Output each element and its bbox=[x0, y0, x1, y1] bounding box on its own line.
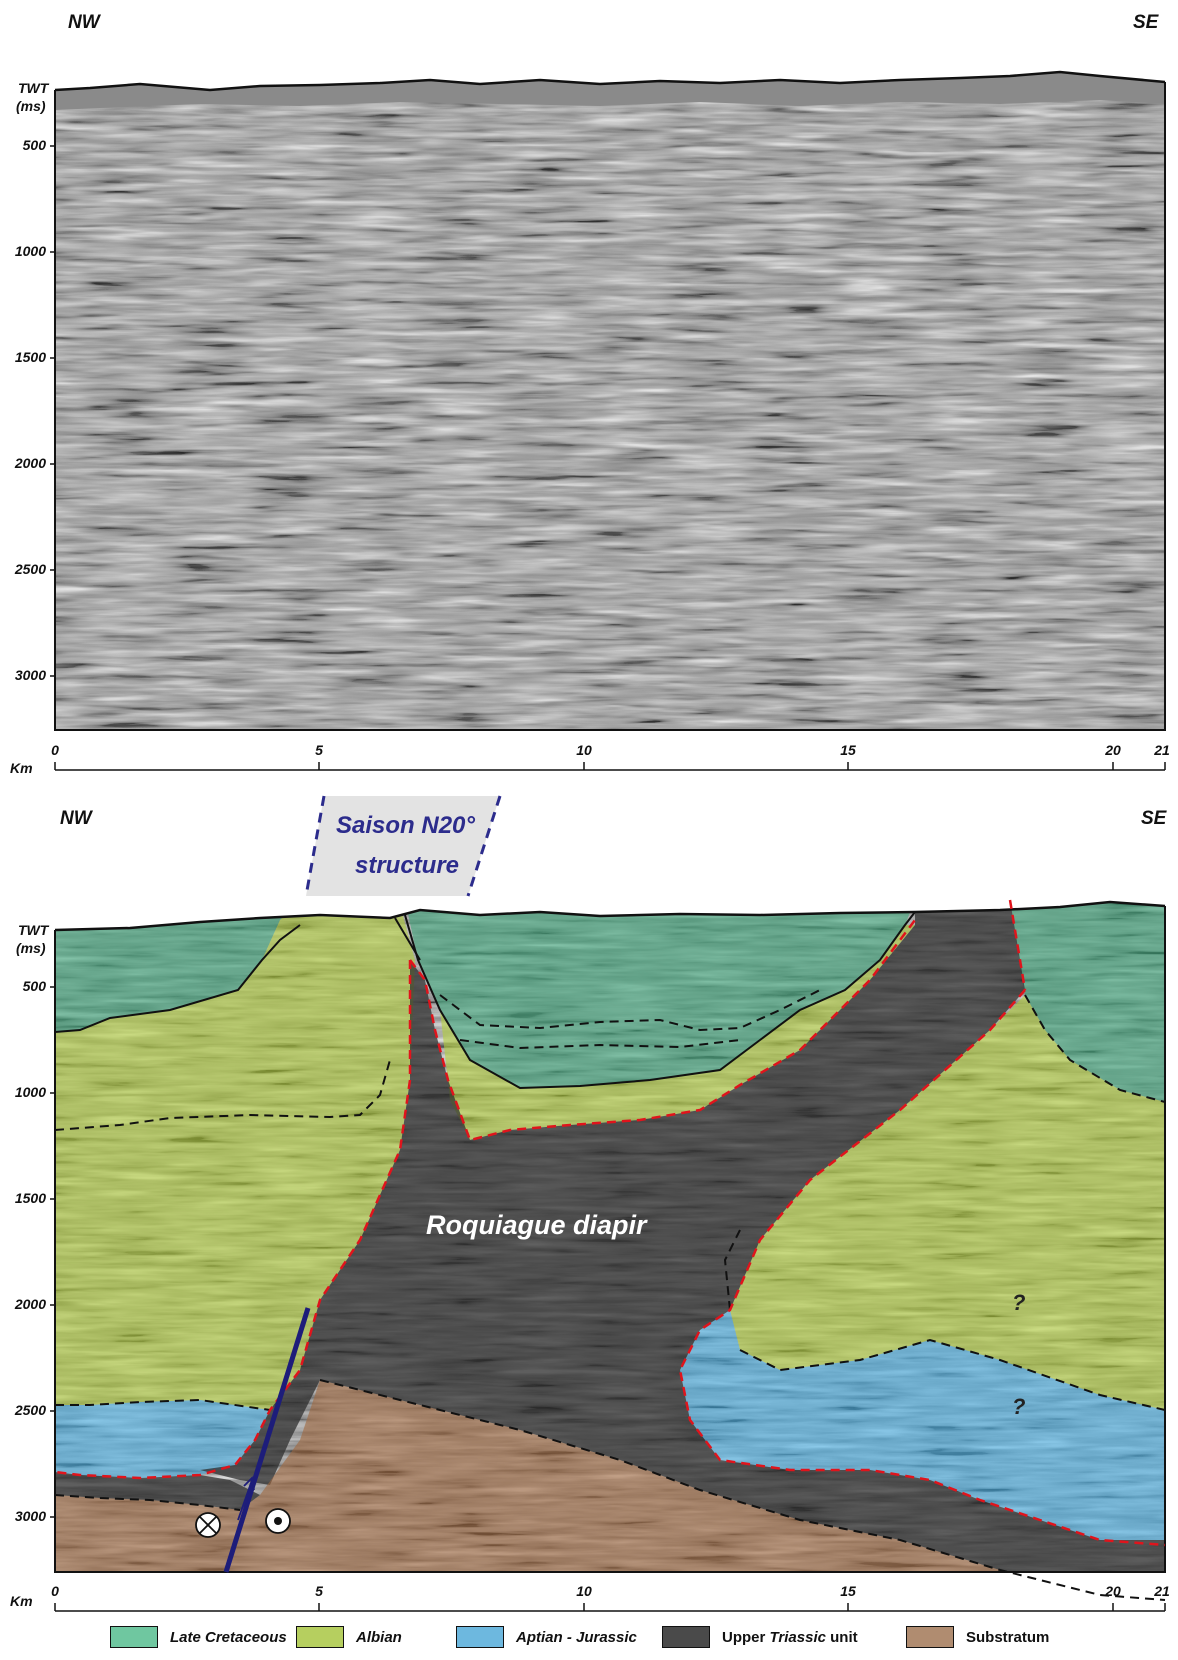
top-seismic-section bbox=[54, 70, 1166, 731]
top-y-tick: 3000 bbox=[14, 667, 46, 683]
legend-label: Albian bbox=[356, 1628, 402, 1646]
top-x-tick: 20 bbox=[1105, 742, 1121, 758]
bottom-interpreted-section bbox=[54, 795, 1166, 1601]
bottom-y-tick: 3000 bbox=[14, 1508, 46, 1524]
out-of-page-symbol bbox=[265, 1508, 291, 1534]
fault-motion-arrow bbox=[237, 1476, 255, 1521]
top-y-tick: 500 bbox=[22, 137, 46, 153]
albian-unit bbox=[55, 902, 1165, 1410]
legend-swatch bbox=[110, 1626, 158, 1648]
legend-item-late-cretaceous: Late Cretaceous bbox=[110, 1624, 287, 1650]
top-x-axis bbox=[54, 762, 1166, 771]
legend-label: Late Cretaceous bbox=[170, 1628, 287, 1646]
legend-label-post: unit bbox=[825, 1628, 858, 1646]
top-y-tick: 1000 bbox=[14, 243, 46, 259]
legend-label: Substratum bbox=[966, 1628, 1050, 1646]
bottom-x-tick: 5 bbox=[315, 1583, 323, 1599]
bottom-x-tick: 21 bbox=[1154, 1583, 1170, 1599]
structure-box bbox=[304, 795, 502, 897]
top-y-axis bbox=[50, 145, 55, 677]
structure-label-line1: Saison N20° bbox=[336, 812, 475, 839]
top-x-tick: 21 bbox=[1154, 742, 1170, 758]
bottom-x-axis bbox=[54, 1603, 1166, 1612]
question-mark: ? bbox=[1012, 1394, 1026, 1419]
substratum-unit bbox=[55, 1380, 1165, 1572]
top-y-tick: 2000 bbox=[14, 455, 46, 471]
legend-item-albian: Albian bbox=[296, 1624, 402, 1650]
bottom-y-axis bbox=[50, 986, 55, 1518]
legend-item-aptian-jurassic: Aptian - Jurassic bbox=[456, 1624, 637, 1650]
structure-label-line2: structure bbox=[355, 852, 460, 879]
top-se-label: SE bbox=[1133, 12, 1159, 33]
bottom-x-title: Km bbox=[10, 1593, 33, 1609]
legend-label-italic: Triassic bbox=[769, 1628, 826, 1646]
top-y-title-ms: (ms) bbox=[16, 98, 46, 114]
thrust-fault bbox=[223, 1307, 311, 1573]
legend-swatch bbox=[906, 1626, 954, 1648]
top-x-title: Km bbox=[10, 760, 33, 776]
top-y-tick: 2500 bbox=[14, 561, 46, 577]
bottom-x-tick: 15 bbox=[840, 1583, 856, 1599]
top-x-tick: 10 bbox=[576, 742, 592, 758]
bottom-x-tick: 10 bbox=[576, 1583, 592, 1599]
bottom-nw-label: NW bbox=[60, 808, 92, 829]
late-cretaceous-unit bbox=[55, 902, 1165, 1102]
legend-item-substratum: Substratum bbox=[906, 1624, 1049, 1650]
triassic-diapir bbox=[55, 902, 1165, 1572]
bottom-se-label: SE bbox=[1141, 808, 1167, 829]
top-y-title-twt: TWT bbox=[18, 80, 49, 96]
legend-swatch bbox=[662, 1626, 710, 1648]
bottom-y-tick: 2000 bbox=[14, 1296, 46, 1312]
top-x-tick: 5 bbox=[315, 742, 323, 758]
bottom-y-tick: 1500 bbox=[14, 1190, 46, 1206]
bottom-y-title-twt: TWT bbox=[18, 922, 49, 938]
legend-swatch bbox=[456, 1626, 504, 1648]
diapir-label: Roquiague diapir bbox=[426, 1210, 647, 1240]
legend-label-pre: Upper bbox=[722, 1628, 770, 1646]
top-y-tick: 1500 bbox=[14, 349, 46, 365]
bottom-y-tick: 500 bbox=[22, 978, 46, 994]
into-page-symbol bbox=[195, 1512, 221, 1538]
bottom-y-title-ms: (ms) bbox=[16, 940, 46, 956]
top-x-tick: 15 bbox=[840, 742, 856, 758]
bottom-x-tick: 0 bbox=[51, 1583, 59, 1599]
legend-label: Aptian - Jurassic bbox=[516, 1628, 637, 1646]
top-nw-label: NW bbox=[68, 12, 100, 33]
bottom-y-tick: 1000 bbox=[14, 1084, 46, 1100]
bottom-x-tick: 20 bbox=[1105, 1583, 1121, 1599]
legend-swatch bbox=[296, 1626, 344, 1648]
legend-item-upper-triassic: Upper Triassic unit bbox=[662, 1624, 858, 1650]
legend-label: Upper Triassic unit bbox=[722, 1629, 858, 1646]
question-mark: ? bbox=[1012, 1290, 1026, 1315]
bottom-y-tick: 2500 bbox=[14, 1402, 46, 1418]
top-x-tick: 0 bbox=[51, 742, 59, 758]
